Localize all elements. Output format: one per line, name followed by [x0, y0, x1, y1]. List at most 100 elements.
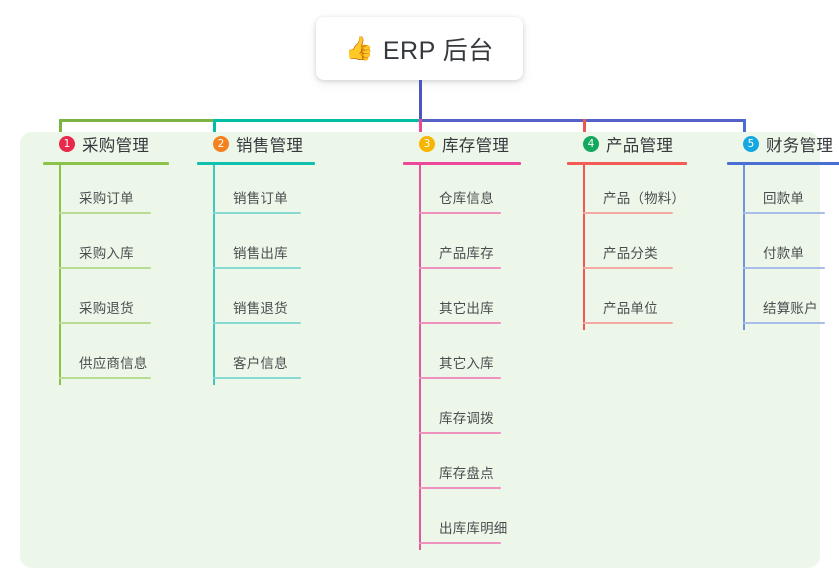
leaf-item-label: 客户信息 [233, 356, 288, 371]
leaf-item[interactable]: 采购订单 [59, 165, 191, 220]
leaf-item-underline [583, 212, 673, 214]
connector-bus-green [59, 119, 215, 122]
column-header-rule [403, 162, 521, 165]
column-items-purchasing: 采购订单采购入库采购退货供应商信息 [43, 165, 191, 385]
leaf-item-label: 库存盘点 [439, 466, 494, 481]
column-items-sales: 销售订单销售出库销售退货客户信息 [197, 165, 337, 385]
leaf-item[interactable]: 其它入库 [419, 330, 528, 385]
column-title: 采购管理 [82, 137, 150, 155]
leaf-item-underline [213, 322, 301, 324]
leaf-item[interactable]: 库存调拨 [419, 385, 528, 440]
leaf-item-label: 其它出库 [439, 301, 494, 316]
leaf-item[interactable]: 采购退货 [59, 275, 191, 330]
column-spine [583, 165, 585, 330]
leaf-item[interactable]: 产品单位 [583, 275, 697, 330]
column-spine [213, 165, 215, 385]
column-title: 产品管理 [606, 137, 674, 155]
leaf-item[interactable]: 产品库存 [419, 220, 528, 275]
connector-bus-indigo [419, 119, 746, 122]
column-header-rule [727, 162, 839, 165]
leaf-item-label: 库存调拨 [439, 411, 494, 426]
leaf-item-underline [583, 322, 673, 324]
column-header-sales[interactable]: 2 销售管理 [197, 132, 337, 156]
leaf-item-label: 产品分类 [603, 246, 658, 261]
leaf-item[interactable]: 销售订单 [213, 165, 337, 220]
leaf-item-underline [419, 542, 501, 544]
column-header-purchasing[interactable]: 1 采购管理 [43, 132, 191, 156]
connector-bus-teal [213, 119, 421, 122]
leaf-item-underline [419, 322, 501, 324]
connector-drop-sales [213, 119, 216, 140]
leaf-item[interactable]: 结算账户 [743, 275, 839, 330]
column-items-product: 产品（物料） 产品分类产品单位 [567, 165, 697, 330]
mindmap-panel: 1 采购管理采购订单采购入库采购退货供应商信息 2 销售管理销售订单销售出库销售退货客… [20, 132, 839, 568]
column-number-badge: 5 [743, 136, 759, 152]
column-items-inventory: 仓库信息产品库存其它出库其它入库库存调拨库存盘点出库库明细 [403, 165, 528, 550]
leaf-item[interactable]: 出库库明细 [419, 495, 528, 550]
leaf-item[interactable]: 回款单 [743, 165, 839, 220]
connector-drop-finance [743, 119, 746, 140]
leaf-item-underline [419, 212, 501, 214]
leaf-item[interactable]: 产品（物料） [583, 165, 697, 220]
leaf-item[interactable]: 仓库信息 [419, 165, 528, 220]
connector-drop-purchasing [59, 119, 62, 140]
column-spine [59, 165, 61, 385]
leaf-item-underline [59, 212, 151, 214]
leaf-item-label: 销售退货 [233, 301, 288, 316]
column-header-rule [197, 162, 315, 165]
leaf-item-underline [419, 377, 501, 379]
column-title: 销售管理 [236, 137, 304, 155]
connector-stem [419, 80, 422, 121]
leaf-item-label: 产品库存 [439, 246, 494, 261]
column-number-badge: 3 [419, 136, 435, 152]
leaf-item[interactable]: 销售退货 [213, 275, 337, 330]
connector-drop-inventory [419, 119, 422, 140]
leaf-item-underline [743, 322, 825, 324]
leaf-item-underline [59, 377, 151, 379]
leaf-item-underline [213, 377, 301, 379]
leaf-item-label: 采购入库 [79, 246, 134, 261]
leaf-item[interactable]: 供应商信息 [59, 330, 191, 385]
leaf-item-label: 产品（物料） [603, 191, 686, 206]
leaf-item-label: 结算账户 [763, 301, 818, 316]
leaf-item-underline [743, 267, 825, 269]
thumbs-up-icon: 👍 [345, 35, 374, 61]
column-header-rule [567, 162, 687, 165]
column-spine [419, 165, 421, 550]
leaf-item[interactable]: 采购入库 [59, 220, 191, 275]
leaf-item-label: 其它入库 [439, 356, 494, 371]
column-number-badge: 1 [59, 136, 75, 152]
leaf-item-underline [213, 212, 301, 214]
leaf-item[interactable]: 客户信息 [213, 330, 337, 385]
column-sales: 2 销售管理销售订单销售出库销售退货客户信息 [197, 132, 337, 385]
leaf-item-label: 销售订单 [233, 191, 288, 206]
leaf-item-label: 供应商信息 [79, 356, 148, 371]
leaf-item[interactable]: 销售出库 [213, 220, 337, 275]
column-number-badge: 2 [213, 136, 229, 152]
leaf-item-label: 产品单位 [603, 301, 658, 316]
leaf-item[interactable]: 库存盘点 [419, 440, 528, 495]
column-header-rule [43, 162, 169, 165]
root-node-title: ERP 后台 [382, 36, 494, 65]
leaf-item[interactable]: 其它出库 [419, 275, 528, 330]
leaf-item-underline [419, 487, 501, 489]
leaf-item-label: 仓库信息 [439, 191, 494, 206]
root-node-card[interactable]: 👍 ERP 后台 [316, 17, 523, 80]
leaf-item[interactable]: 产品分类 [583, 220, 697, 275]
leaf-item-underline [59, 267, 151, 269]
leaf-item-underline [59, 322, 151, 324]
column-items-finance: 回款单付款单结算账户 [727, 165, 839, 330]
connector-drop-product [583, 119, 586, 140]
leaf-item-underline [213, 267, 301, 269]
leaf-item[interactable]: 付款单 [743, 220, 839, 275]
leaf-item-label: 出库库明细 [439, 521, 508, 536]
leaf-item-label: 采购订单 [79, 191, 134, 206]
leaf-item-underline [419, 267, 501, 269]
leaf-item-label: 采购退货 [79, 301, 134, 316]
